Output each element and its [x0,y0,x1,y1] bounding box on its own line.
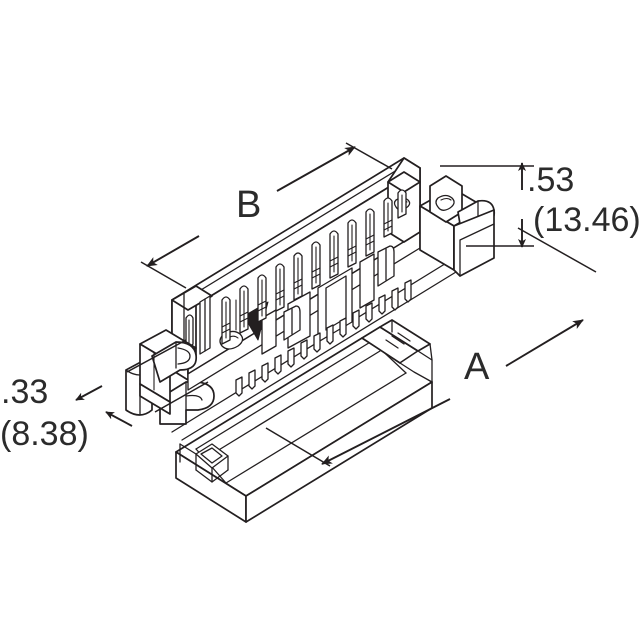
pin-post [397,189,407,219]
pin-post [257,274,267,323]
dimension-b-group [140,142,393,289]
right-bracket-eye-inner [440,197,452,201]
dimension-depth-group [75,339,209,427]
solder-tail [326,324,334,345]
pin-header-assembly [139,157,496,415]
header-right-rib-1 [359,253,375,309]
solder-tail [378,294,386,315]
dimension-label-b: B [236,184,262,226]
header-left-end-wall-top [171,285,213,311]
cover-left-latch-ear-inner [185,394,203,401]
dimension-height-group [440,162,534,248]
header-pocket-rib-1 [261,309,277,355]
cover-inner-slot-line-3 [225,372,407,484]
cover-end-step [179,443,197,455]
dimension-label-depth-mm: (8.38) [0,415,89,453]
solder-tail [404,279,412,303]
dimension-a-group [265,227,597,467]
cover-right-latch-slot [399,350,433,383]
dim-a-extension-bottom [265,427,331,467]
header-right-riser-top [387,171,421,193]
pin-post [311,241,321,290]
solder-tail-row [235,279,412,397]
solder-tail [339,317,347,338]
header-top-rail-edge-inner [177,161,411,305]
pin-post [293,252,303,301]
pin-post [329,230,339,279]
pin-post [383,197,393,238]
solder-tail [261,362,269,383]
mating-cover-assembly [125,261,457,523]
cover-right-latch-rib-2 [391,335,405,345]
dim-b-line-right [276,146,356,192]
solder-tail [287,347,295,368]
pin-post [239,285,249,334]
cover-strain-bar-top [171,261,449,433]
cover-inner-slot-line-1 [195,340,373,450]
solder-tail [248,369,256,390]
dimension-label-a: A [464,346,490,388]
dim-a-line-upper [505,319,584,367]
dimension-label-depth-inch: .33 [1,373,49,411]
cover-right-latch-rib-1 [385,339,399,349]
cover-right-latch-rib-3 [397,332,411,342]
dim-a-extension-top [517,227,597,273]
dim-a-line-lower [321,398,451,465]
right-bracket-skirt [453,209,495,277]
solder-tail [391,287,399,311]
cover-end-window-inner [200,447,223,464]
dim-depth-arrow-lower [105,411,133,427]
dim-depth-extension-upper [126,339,187,373]
cover-left-latch-ear [159,381,215,425]
solder-tail [274,354,282,375]
right-bracket-skirt-fold [459,223,495,277]
cover-right-latch-edge [429,343,433,361]
dim-depth-extension-lower [154,381,209,413]
cover-inner-slot-line-2 [203,350,381,460]
pin-post [275,263,285,312]
right-bracket-lower-lip [419,249,455,271]
dim-depth-arrow-upper [75,385,103,401]
solder-tail [235,376,243,397]
left-bracket-tab-curve [177,347,191,365]
cover-end-window-depth-4 [195,469,229,483]
dim-b-line-left [146,235,200,267]
left-bracket-skirt [139,383,171,415]
dimension-label-height-inch: .53 [527,161,575,199]
pin-row [221,189,407,345]
solder-tail [300,339,308,360]
dimension-label-height-mm: (13.46) [533,201,640,239]
solder-tail [313,332,321,353]
solder-tail [352,309,360,330]
pin-post [365,208,375,257]
pin-post [221,296,231,345]
pin-post [347,219,357,268]
solder-tail [365,302,373,323]
